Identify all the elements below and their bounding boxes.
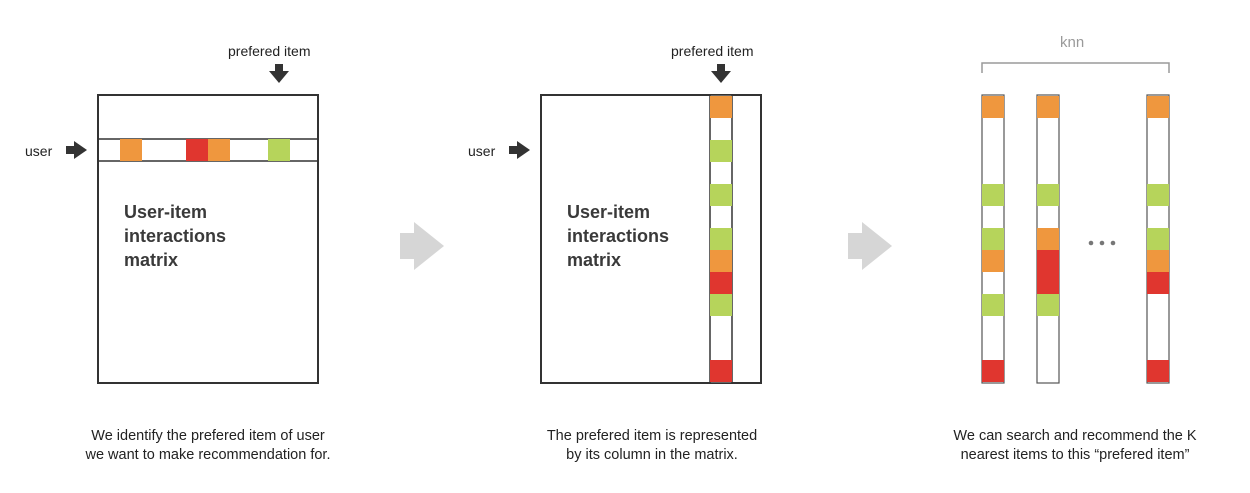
neighbor-cell [982, 96, 1004, 118]
caption-3: We can search and recommend the K neares… [905, 427, 1245, 465]
transition-arrow-icon-2 [848, 222, 892, 270]
transition-arrow-icon-1 [400, 222, 444, 270]
caption-1-line-2: we want to make recommendation for. [85, 447, 331, 463]
neighbor-cell [1147, 250, 1169, 272]
neighbor-cell [1037, 228, 1059, 250]
neighbor-cell [1147, 96, 1169, 118]
matrix-title-line-3: matrix [124, 250, 178, 270]
item-column-cell [710, 294, 732, 316]
user-row-cell [186, 139, 208, 161]
user-label-1: user [25, 143, 53, 159]
user-label-2: user [468, 143, 496, 159]
matrix-title-line-1: User-item [567, 202, 650, 222]
item-column-cell [710, 250, 732, 272]
ellipsis-icon [1088, 240, 1116, 246]
right-arrow-icon-1 [66, 141, 87, 159]
neighbor-cell [982, 184, 1004, 206]
neighbor-cell [982, 360, 1004, 382]
panel-1: prefered item user User-item interaction… [25, 43, 319, 384]
neighbor-cell [1147, 184, 1169, 206]
caption-3-line-1: We can search and recommend the K [953, 428, 1197, 444]
neighbor-cell [982, 228, 1004, 250]
caption-1: We identify the prefered item of user we… [38, 427, 378, 465]
neighbor-cell [1147, 360, 1169, 382]
neighbor-cell [1037, 294, 1059, 316]
user-row-cell [120, 139, 142, 161]
caption-2-line-1: The prefered item is represented [546, 428, 758, 444]
item-column-cell [710, 96, 732, 118]
neighbor-cell [1037, 96, 1059, 118]
caption-2-line-2: by its column in the matrix. [566, 447, 738, 463]
item-column-cell [710, 228, 732, 250]
neighbor-cell [982, 250, 1004, 272]
neighbor-column-3 [1146, 94, 1170, 384]
neighbor-cell [1147, 272, 1169, 294]
caption-1-line-1: We identify the prefered item of user [91, 428, 325, 444]
down-arrow-icon-1 [269, 64, 289, 83]
down-arrow-icon-2 [711, 64, 731, 83]
user-row-cell [268, 139, 290, 161]
neighbor-cell [1037, 250, 1059, 294]
item-column-cell [710, 140, 732, 162]
panel-3: knn [981, 34, 1170, 384]
panel-2: prefered item user User-item interaction… [468, 43, 762, 384]
matrix-title-line-1: User-item [124, 202, 207, 222]
item-column-cell [710, 360, 732, 382]
user-row-cell [208, 139, 230, 161]
item-column-cell [710, 184, 732, 206]
caption-3-line-2: nearest items to this “prefered item” [960, 447, 1190, 463]
item-column-cell [710, 272, 732, 294]
caption-2: The prefered item is represented by its … [482, 427, 822, 465]
matrix-title-line-2: interactions [567, 226, 669, 246]
neighbor-cell [1037, 184, 1059, 206]
neighbor-column-1 [981, 94, 1005, 384]
prefered-item-label-2: prefered item [671, 43, 753, 59]
knn-label: knn [1060, 34, 1084, 51]
neighbor-column-2 [1036, 94, 1060, 384]
neighbor-cell [982, 294, 1004, 316]
neighbor-cell [1147, 228, 1169, 250]
right-arrow-icon-2 [509, 141, 530, 159]
prefered-item-label-1: prefered item [228, 43, 310, 59]
knn-bracket [981, 62, 1170, 73]
matrix-title-line-2: interactions [124, 226, 226, 246]
matrix-title-line-3: matrix [567, 250, 621, 270]
